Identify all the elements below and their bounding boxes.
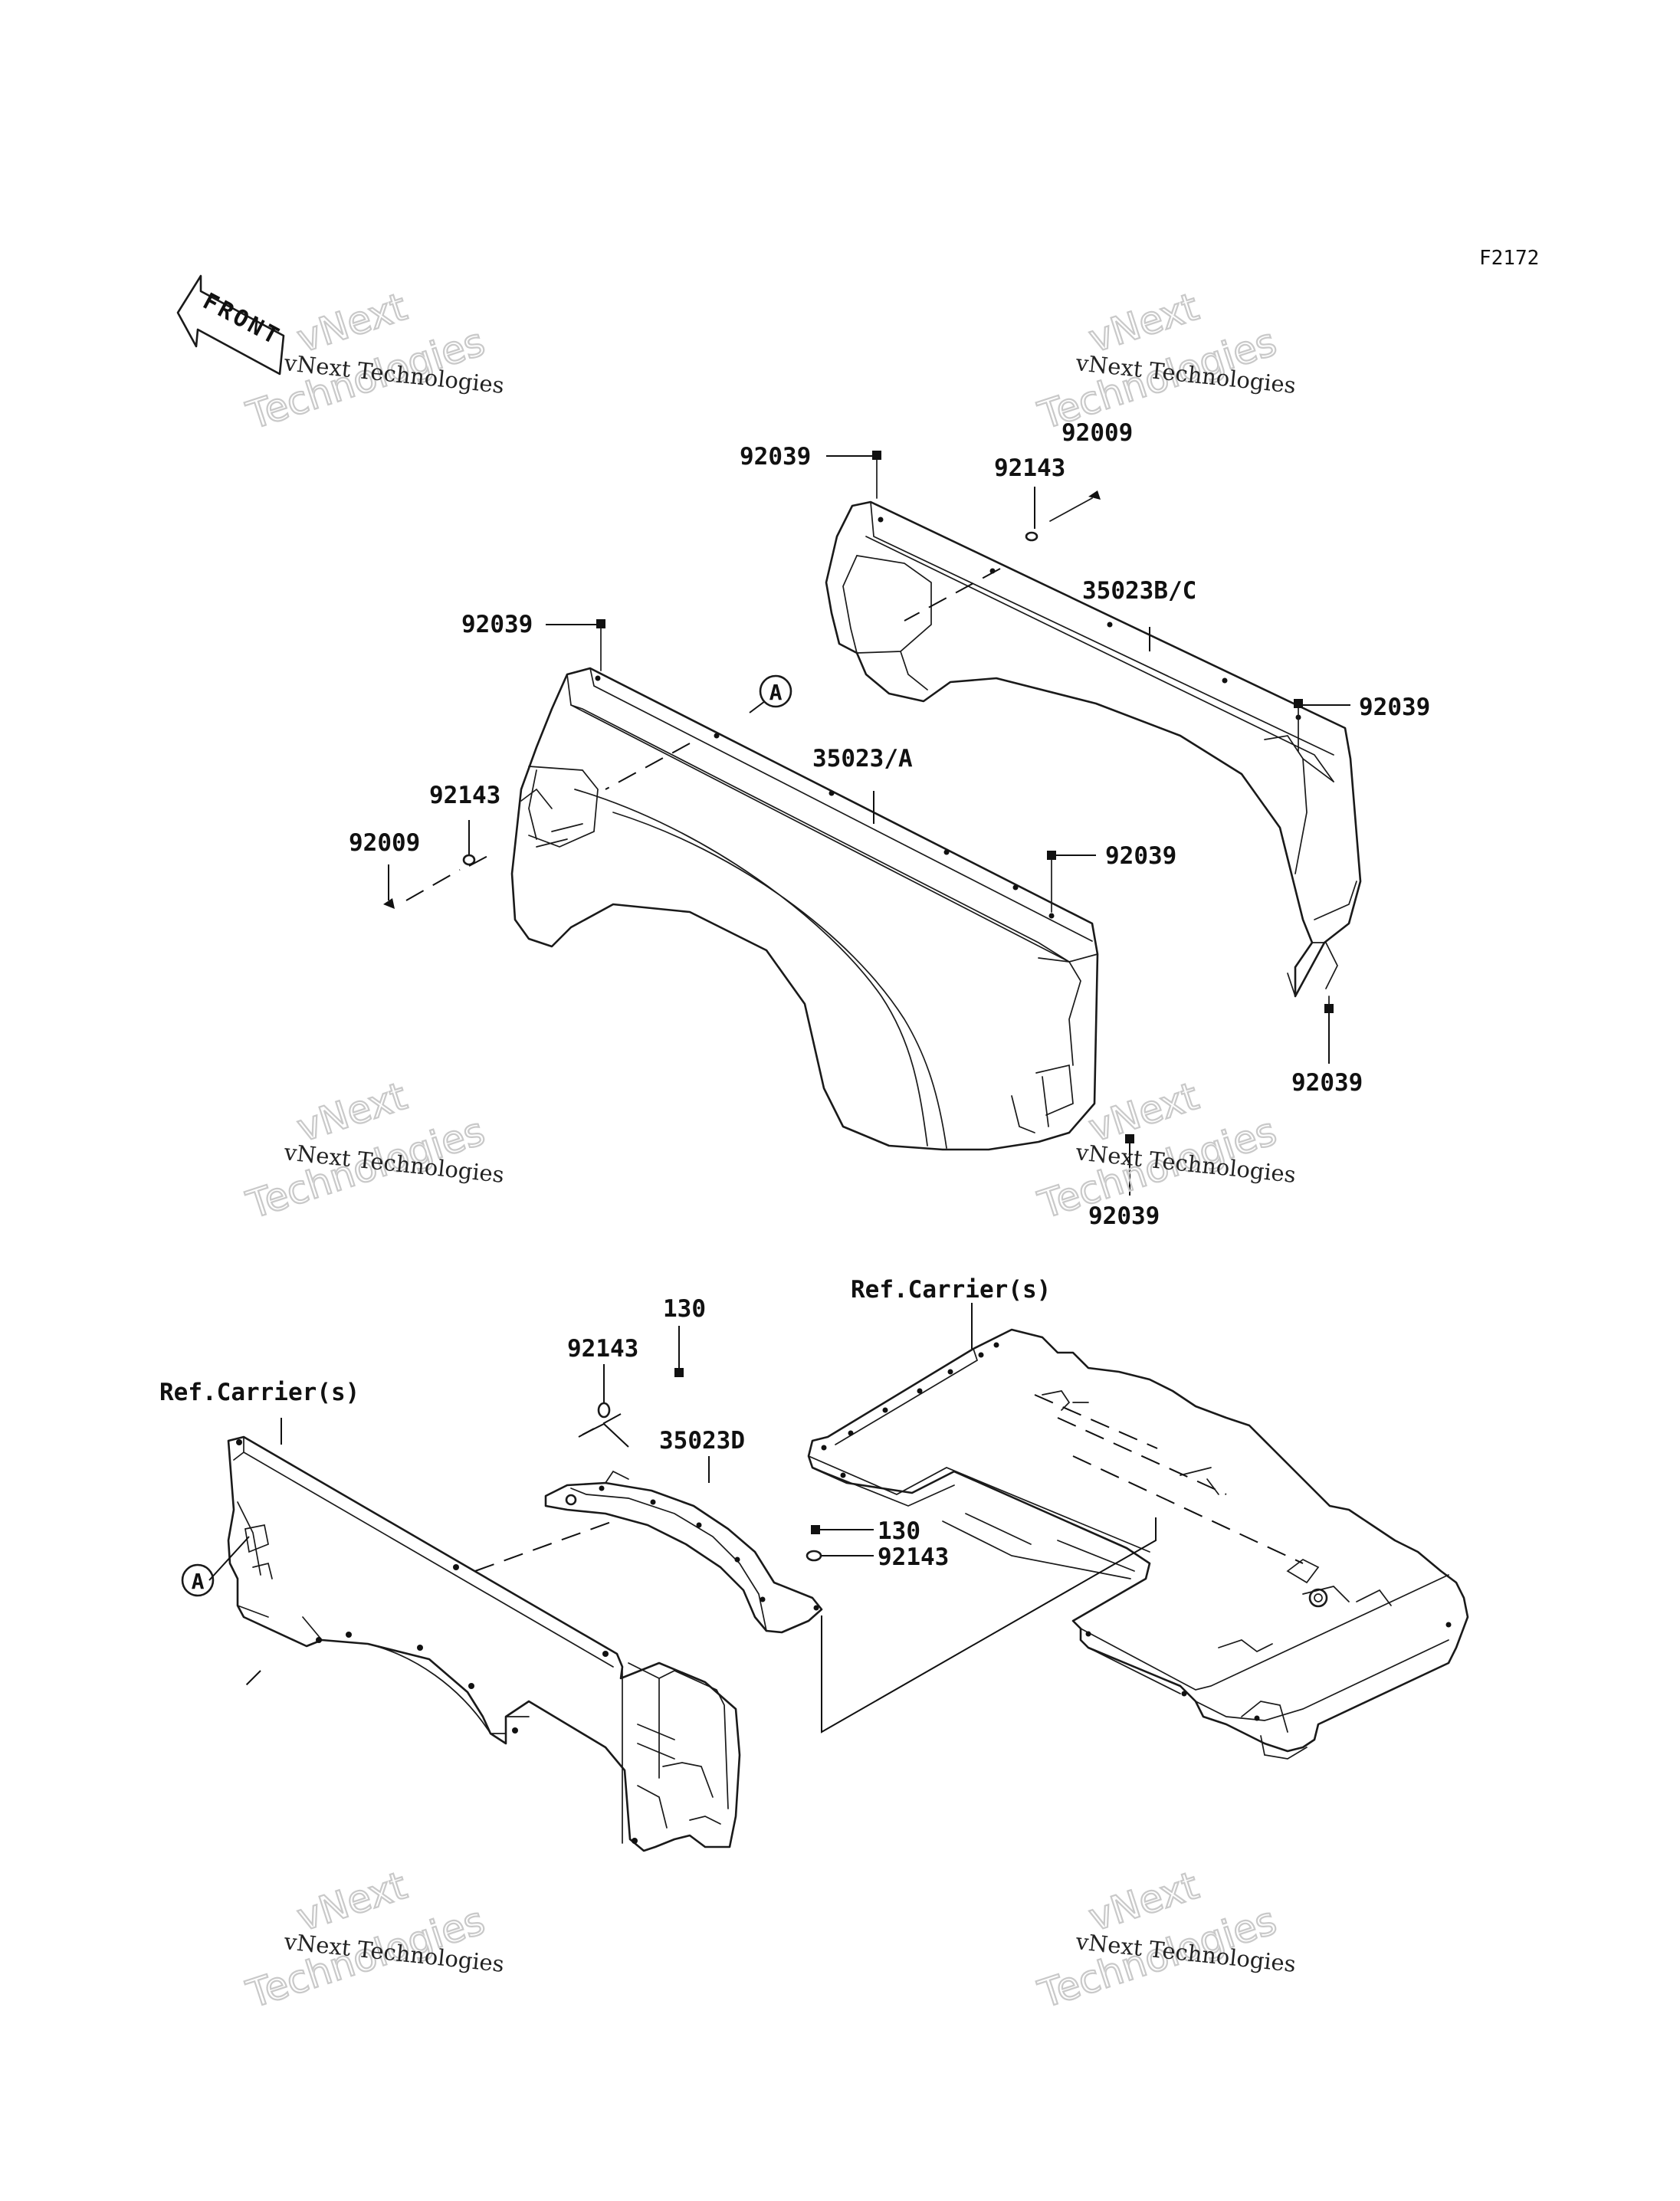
alignment-lines: [244, 568, 1001, 1687]
front-arrow-label: FRONT: [199, 288, 286, 352]
carrier-side-panel: [227, 1435, 741, 1852]
bolt-icon: [1324, 996, 1334, 1013]
bolt-icon: [383, 898, 395, 909]
bolt-icon: [596, 619, 605, 671]
callout-130-b: 130: [878, 1517, 920, 1545]
callout-ref-carrier-right: Ref.Carrier(s): [851, 1276, 1051, 1304]
carrier-deck: [807, 1328, 1469, 1760]
callout-130-a: 130: [663, 1295, 706, 1323]
callout-labels: 92039 92009 92143 35023B/C 92039 92039 9…: [159, 419, 1430, 1571]
washer-icon: [806, 1550, 822, 1562]
ref-marker-label: A: [192, 1569, 205, 1594]
inner-fender-liner: [544, 1470, 823, 1634]
callout-92039-e: 92039: [1105, 842, 1176, 870]
callout-92143-a: 92143: [994, 454, 1065, 482]
rear-fender-right: [825, 500, 1362, 998]
bolt-icon: [1294, 699, 1303, 752]
bolt-icon: [674, 1368, 684, 1377]
callout-92039-a: 92039: [740, 443, 811, 471]
ref-marker-a-top: A: [759, 674, 792, 708]
front-arrow: FRONT: [176, 274, 286, 376]
callout-92039-d: 92039: [461, 611, 533, 638]
callout-92009-a: 92009: [1061, 419, 1133, 447]
callout-92039-c: 92039: [1291, 1069, 1363, 1097]
ref-marker-a-bottom: A: [181, 1563, 215, 1597]
watermark: vNext Technologies vNext Technologies: [1032, 1862, 1298, 2018]
watermark: vNext Technologies vNext Technologies: [241, 1862, 506, 2018]
bolt-icon: [811, 1525, 820, 1534]
callout-35023d: 35023D: [659, 1427, 745, 1455]
bolt-icon: [872, 451, 881, 499]
callout-92143-c: 92143: [567, 1335, 638, 1363]
diagram-code: F2172: [1479, 247, 1539, 270]
washer-icon: [597, 1402, 611, 1419]
bolt-icon: [1047, 851, 1056, 913]
washer-icon: [462, 854, 476, 866]
watermark: vNext Technologies vNext Technologies: [1032, 284, 1298, 439]
callout-92039-f: 92039: [1088, 1202, 1160, 1230]
callout-ref-carrier-left: Ref.Carrier(s): [159, 1379, 359, 1406]
bolt-icon: [1049, 490, 1101, 522]
callout-92039-b: 92039: [1359, 694, 1430, 721]
callout-92143-d: 92143: [878, 1543, 949, 1571]
callout-35023b-c: 35023B/C: [1082, 577, 1196, 605]
ref-marker-label: A: [769, 680, 783, 705]
bolt-icon: [1125, 1134, 1134, 1143]
callout-35023-a: 35023/A: [812, 745, 913, 772]
washer-icon: [1025, 531, 1039, 542]
rear-fender-left: [510, 667, 1099, 1151]
callout-92143-b: 92143: [429, 782, 500, 809]
watermark: vNext Technologies vNext Technologies: [241, 1073, 506, 1228]
callout-92009-b: 92009: [349, 829, 420, 857]
hardware: [383, 451, 1334, 1562]
